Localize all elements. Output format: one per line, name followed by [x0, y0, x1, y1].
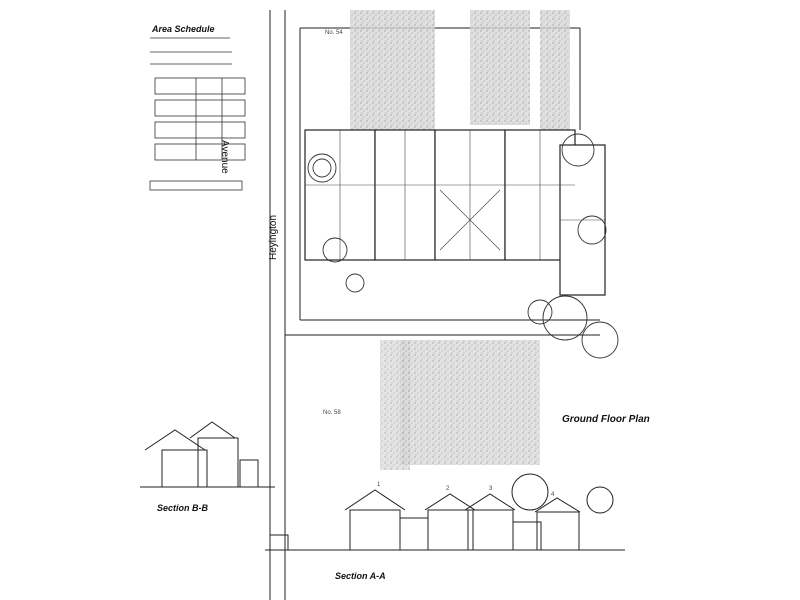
site-outline — [269, 10, 600, 600]
street-label-avenue: Avenue — [219, 140, 230, 174]
lot-number-58: No. 58 — [323, 410, 341, 416]
tree-symbols — [307, 133, 619, 359]
lot-number-54: No. 54 — [325, 30, 343, 36]
unit-label-4: 4 — [551, 492, 555, 498]
unit-label-1: 1 — [377, 482, 381, 488]
unit-interiors — [305, 130, 605, 260]
area-schedule-table — [149, 37, 246, 191]
ground-floor-plan-title: Ground Floor Plan — [562, 414, 650, 425]
section-aa-title: Section A-A — [335, 571, 386, 581]
section-bb-drawing — [140, 421, 275, 488]
unit-footprints — [304, 129, 606, 296]
section-aa-drawing — [265, 473, 625, 551]
neighbour-lots — [350, 10, 570, 470]
unit-label-2: 2 — [446, 486, 450, 492]
street-label-heyington: Heyington — [268, 214, 279, 260]
area-schedule-title: Area Schedule — [152, 24, 215, 34]
unit-label-3: 3 — [489, 486, 493, 492]
section-bb-title: Section B-B — [157, 503, 209, 513]
